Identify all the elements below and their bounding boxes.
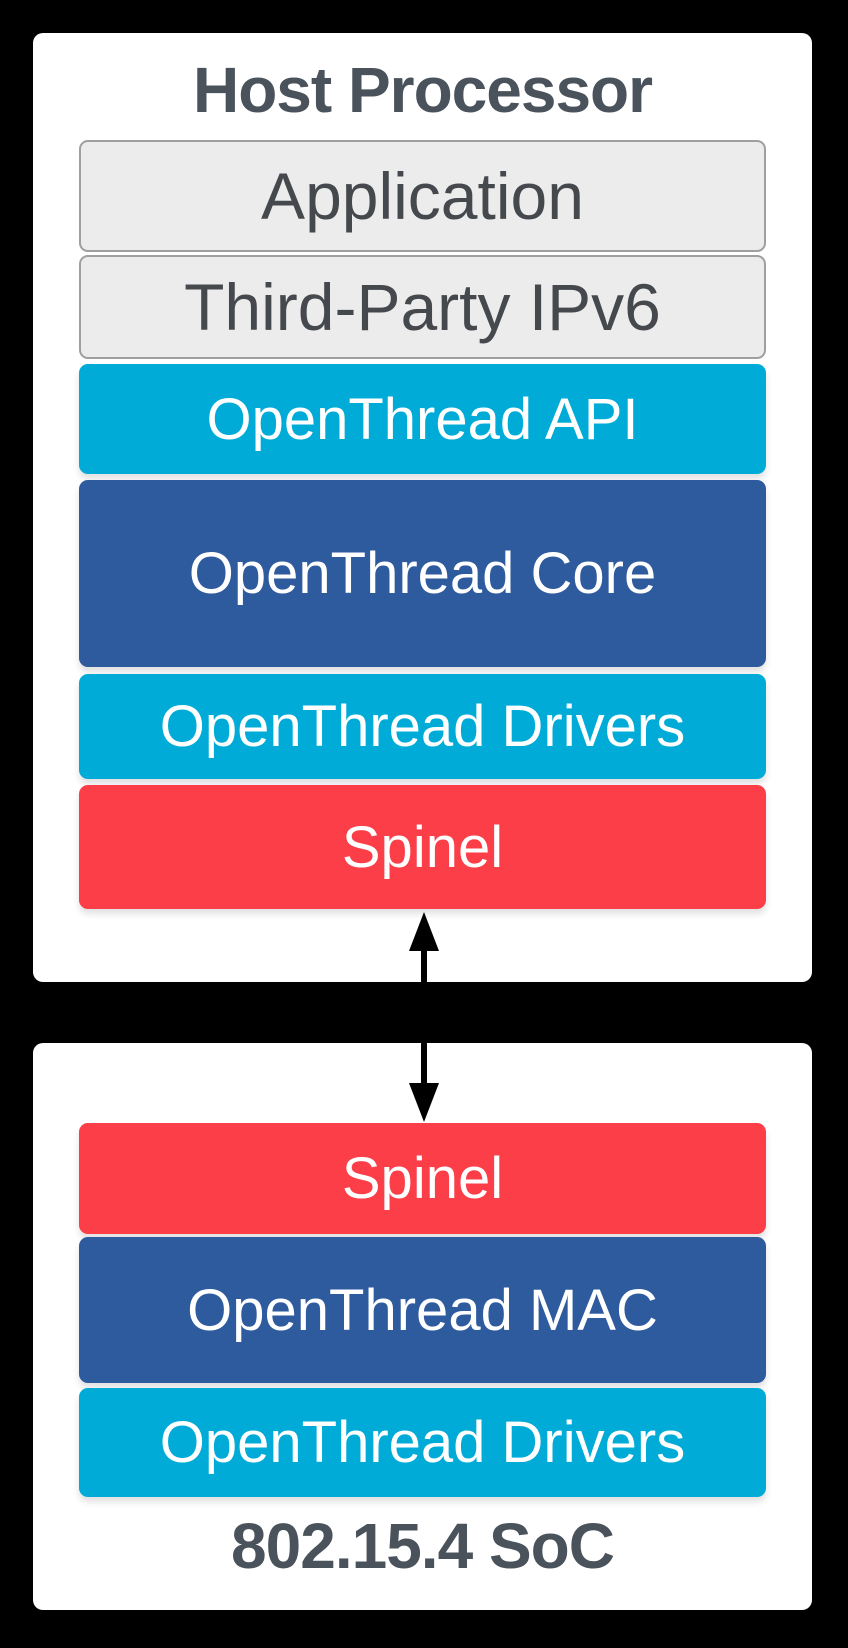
- soc-panel: Spinel OpenThread MAC OpenThread Drivers…: [33, 1043, 812, 1610]
- layer-spinel-host: Spinel: [79, 785, 766, 909]
- layer-openthread-api: OpenThread API: [79, 364, 766, 474]
- layer-openthread-mac: OpenThread MAC: [79, 1237, 766, 1383]
- host-processor-panel: Host Processor Application Third-Party I…: [33, 33, 812, 982]
- layer-openthread-drivers-soc: OpenThread Drivers: [79, 1388, 766, 1497]
- layer-openthread-drivers-host: OpenThread Drivers: [79, 674, 766, 779]
- layer-third-party-ipv6: Third-Party IPv6: [79, 255, 766, 359]
- layer-openthread-core: OpenThread Core: [79, 480, 766, 667]
- layer-spinel-soc: Spinel: [79, 1123, 766, 1234]
- host-processor-title: Host Processor: [192, 54, 653, 126]
- soc-title: 802.15.4 SoC: [231, 1510, 615, 1582]
- layer-application: Application: [79, 140, 766, 252]
